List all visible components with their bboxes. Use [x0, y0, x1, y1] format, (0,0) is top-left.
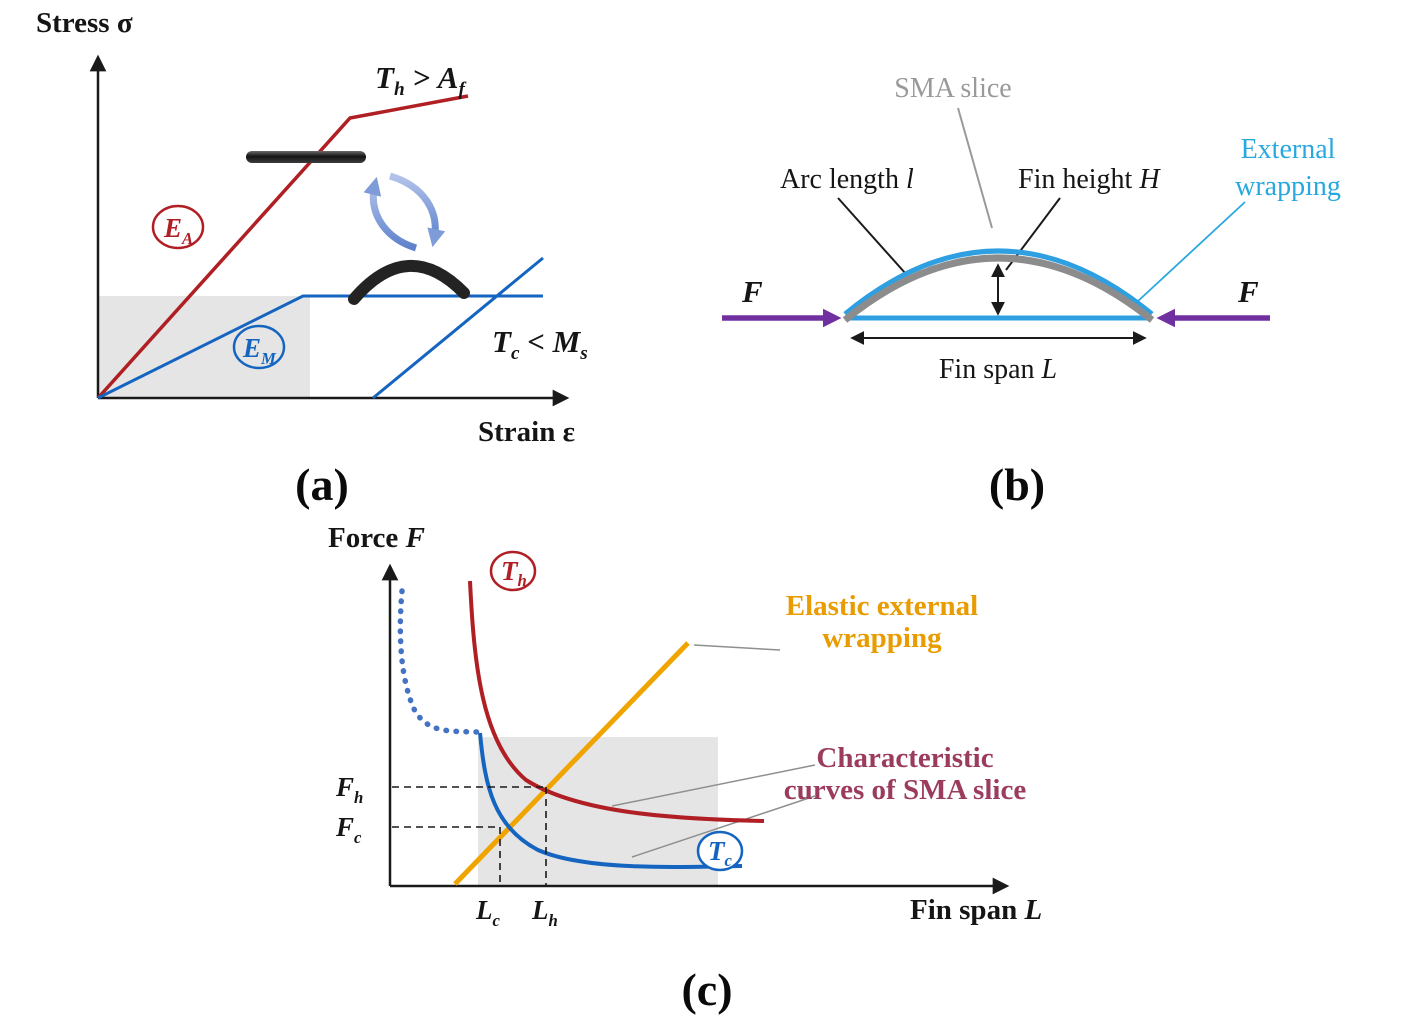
martensite-reload-branch: [372, 256, 544, 400]
fin-span-axis-label: Fin span L: [910, 894, 1042, 926]
martensite-modulus-circle: [232, 324, 286, 370]
panel-a-stress-strain: Stress σ Strain ε Th > Af Tc < Ms EA EM …: [36, 7, 588, 510]
curved-slice-icon: [348, 259, 470, 305]
martensite-modulus-label: EM: [242, 333, 277, 368]
sma-slice-arc: [842, 254, 1155, 323]
fin-span-label: Fin span L: [939, 354, 1057, 385]
transform-arrow-up: [363, 176, 418, 252]
austenite-modulus-circle: [151, 204, 205, 250]
hot-curve-pointer: [611, 764, 816, 807]
span-cold-label: Lc: [475, 895, 501, 930]
sma-curves-annotation-line1: Characteristic: [816, 742, 993, 774]
sma-slice-pointer-line: [957, 107, 993, 229]
elastic-wrapping-line: [453, 641, 690, 886]
transform-arrow-down: [388, 172, 446, 248]
wrapping-arc: [843, 248, 1154, 316]
cold-curve-pointer: [631, 795, 816, 858]
external-wrapping-label-line2: wrapping: [1235, 171, 1341, 202]
dotted-branch-curve: [397, 588, 480, 735]
wrapping-annotation-line1: Elastic external: [786, 590, 978, 622]
flat-slice-icon: [246, 151, 366, 163]
external-wrapping-label-line1: External: [1241, 134, 1336, 165]
force-label-left: F: [741, 274, 763, 309]
arc-length-pointer-line: [837, 197, 907, 275]
sma-curves-annotation-line2: curves of SMA slice: [784, 774, 1027, 806]
panel-b-fin-schematic: SMA slice Arc length l Fin height H Exte…: [722, 73, 1341, 510]
external-wrapping-pointer-line: [1136, 201, 1246, 303]
panel-a-caption: (a): [295, 459, 349, 510]
hot-condition-label: Th > Af: [375, 60, 466, 100]
austenite-curve: [96, 94, 469, 400]
operating-region-shade: [478, 737, 718, 886]
force-cold-label: Fc: [335, 812, 362, 847]
force-label-right: F: [1237, 274, 1259, 309]
panel-c-caption: (c): [681, 964, 732, 1015]
wrapping-annotation-line2: wrapping: [822, 622, 942, 654]
sma-slice-label: SMA slice: [894, 73, 1011, 104]
fin-height-label: Fin height H: [1018, 164, 1161, 195]
dashed-guides: [392, 786, 547, 885]
cold-characteristic-curve: [478, 732, 743, 869]
panel-b-caption: (b): [989, 459, 1045, 510]
cold-curve-circle: [696, 830, 744, 872]
cold-condition-label: Tc < Ms: [492, 324, 588, 364]
hot-curve-circle: [489, 550, 537, 592]
strain-axis-label: Strain ε: [478, 416, 575, 448]
force-hot-label: Fh: [335, 772, 363, 807]
wrapping-line-pointer: [693, 644, 781, 651]
force-axis-label: Force F: [328, 522, 425, 554]
stress-axis-label: Stress σ: [36, 7, 133, 39]
hot-characteristic-curve: [468, 580, 765, 823]
arc-length-label: Arc length l: [780, 164, 914, 195]
cold-curve-label: Tc: [708, 836, 733, 870]
austenite-modulus-label: EA: [163, 213, 193, 248]
span-hot-label: Lh: [531, 895, 558, 930]
panel-c-force-span-plot: Th Tc Force F Fin span L Fh Fc Lc Lh Ela…: [328, 522, 1042, 1015]
hot-curve-label: Th: [501, 556, 527, 590]
